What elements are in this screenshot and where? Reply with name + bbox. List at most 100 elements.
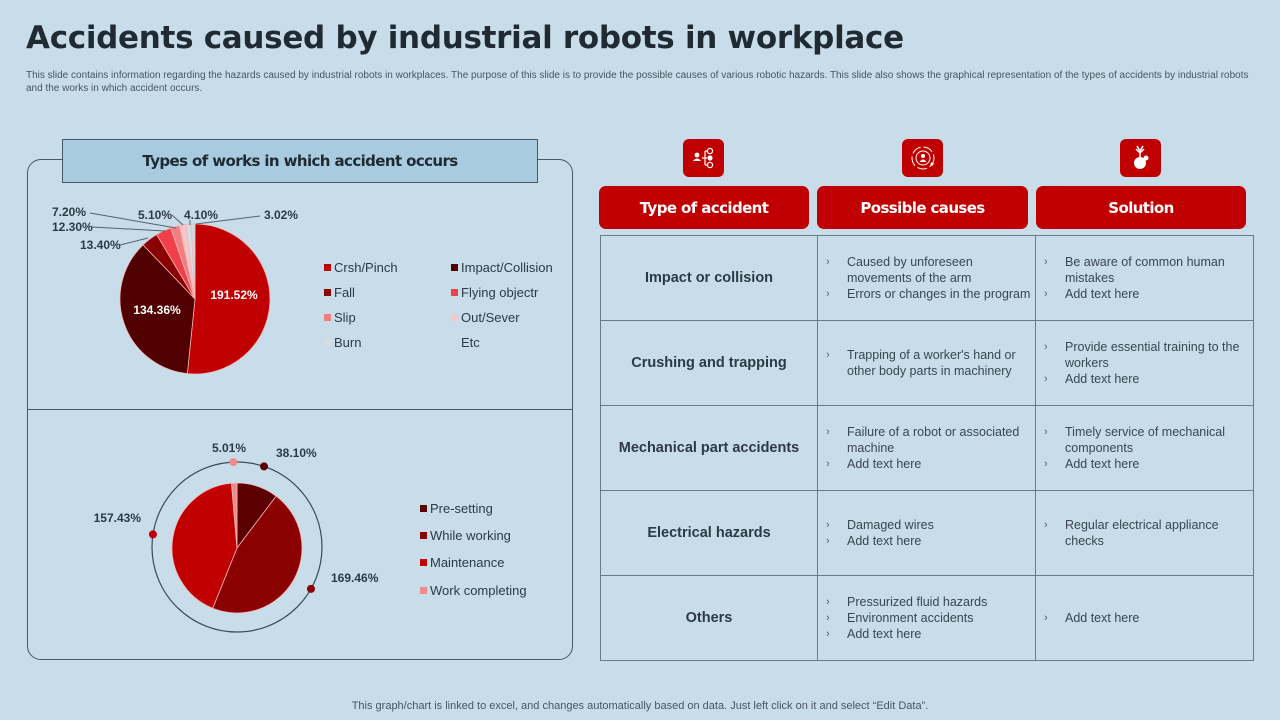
possible-causes-icon-box: [902, 139, 943, 177]
svg-text:3.02%: 3.02%: [264, 208, 298, 222]
solutions-cell: ›Regular electrical appliance checks: [1035, 490, 1254, 576]
svg-text:191.52%: 191.52%: [210, 288, 258, 302]
legend-label: Pre-setting: [430, 501, 493, 516]
legend-label: Impact/Collision: [461, 260, 553, 275]
page-subtitle: This slide contains information regardin…: [26, 70, 1249, 94]
work-types-labels: 38.10%169.46%157.43%5.01%: [94, 441, 379, 593]
legend-item: Burn: [324, 335, 361, 350]
pie-slice-crsh-pinch[interactable]: [186, 223, 271, 375]
legend-item: Impact/Collision: [451, 260, 553, 275]
solutions-cell: ›Timely service of mechanical components…: [1035, 405, 1254, 491]
plant-globe-icon: [1133, 145, 1148, 169]
chevron-right-icon: ›: [1044, 612, 1048, 624]
svg-text:169.46%: 169.46%: [331, 571, 379, 585]
pie-slice-work-completing[interactable]: [231, 482, 238, 549]
legend-item: While working: [420, 528, 511, 543]
svg-text:4.10%: 4.10%: [184, 208, 218, 222]
chevron-right-icon: ›: [826, 596, 830, 608]
svg-text:5.01%: 5.01%: [212, 441, 246, 455]
bullet-item: ›Errors or changes in the program: [826, 287, 1031, 301]
legend-label: Burn: [334, 335, 362, 350]
legend-swatch: [451, 339, 458, 346]
legend-swatch: [420, 505, 427, 512]
chevron-right-icon: ›: [826, 458, 830, 470]
legend-swatch: [420, 587, 427, 594]
bullet-item: ›Add text here: [826, 534, 922, 548]
svg-text:7.20%: 7.20%: [52, 205, 86, 219]
chevron-right-icon: ›: [1044, 373, 1048, 385]
chevron-right-icon: ›: [1044, 288, 1048, 300]
legend-item: Pre-setting: [420, 501, 493, 516]
causes-cell: ›Pressurized fluid hazards›Environment a…: [817, 575, 1036, 661]
svg-text:38.10%: 38.10%: [276, 446, 317, 460]
chevron-right-icon: ›: [1044, 426, 1048, 438]
legend-swatch: [420, 559, 427, 566]
table-row: Others›Pressurized fluid hazards›Environ…: [600, 575, 1254, 661]
chevron-right-icon: ›: [826, 426, 830, 438]
legend-label: Out/Sever: [461, 310, 520, 325]
solution-icon-box: [1120, 139, 1161, 177]
chevron-right-icon: ›: [1044, 458, 1048, 470]
accident-type-cell: Others: [600, 575, 818, 661]
legend-label: Work completing: [430, 583, 527, 598]
causes-cell: ›Failure of a robot or associated machin…: [817, 405, 1036, 491]
bullet-item: ›Provide essential training to the worke…: [1044, 340, 1240, 370]
chevron-right-icon: ›: [826, 256, 830, 268]
legend-item: Fall: [324, 285, 355, 300]
legend-label: Etc: [461, 335, 480, 350]
chevron-right-icon: ›: [1044, 256, 1048, 268]
pie-slice-while-working[interactable]: [212, 495, 303, 614]
legend-label: While working: [430, 528, 511, 543]
pie-slice-maintenance[interactable]: [171, 482, 238, 609]
bullet-item: ›Add text here: [826, 457, 922, 471]
chart-panel-heading: Types of works in which accident occurs: [62, 139, 538, 183]
legend-label: Fall: [334, 285, 355, 300]
bullet-item: ›Timely service of mechanical components: [1044, 425, 1226, 455]
causes-cell: ›Caused by unforeseen movements of the a…: [817, 235, 1036, 321]
footer-note: This graph/chart is linked to excel, and…: [351, 700, 929, 712]
header-possible-causes: Possible causes: [817, 186, 1028, 229]
page-title: Accidents caused by industrial robots in…: [26, 20, 904, 56]
type-of-accident-icon-box: [683, 139, 724, 177]
table-row: Mechanical part accidents ›Failure of a r…: [600, 405, 1254, 491]
accident-type-cell: Impact or collision: [600, 235, 818, 321]
legend-item: Etc: [451, 335, 480, 350]
legend-label: Crsh/Pinch: [334, 260, 398, 275]
legend-item: Work completing: [420, 583, 527, 598]
legend-swatch: [451, 314, 458, 321]
legend-item: Out/Sever: [451, 310, 520, 325]
chevron-right-icon: ›: [1044, 341, 1048, 353]
legend-swatch: [420, 532, 427, 539]
pie-slice-etc[interactable]: [190, 223, 196, 300]
bullet-item: ›Add text here: [1044, 372, 1140, 386]
solutions-cell: ›Provide essential training to the worke…: [1035, 320, 1254, 406]
accident-type-cell: Electrical hazards: [600, 490, 818, 576]
legend-item: Slip: [324, 310, 356, 325]
chevron-right-icon: ›: [1044, 519, 1048, 531]
svg-text:12.30%: 12.30%: [52, 220, 93, 234]
table-row: Crushing and trapping›Trapping of a work…: [600, 320, 1254, 406]
header-type-of-accident: Type of accident: [599, 186, 809, 229]
header-solution: Solution: [1036, 186, 1246, 229]
pie-slice-impact-collision[interactable]: [119, 244, 196, 375]
bullet-item: ›Failure of a robot or associated machin…: [826, 425, 1020, 455]
bullet-item: ›Add text here: [1044, 457, 1140, 471]
bullet-item: ›Regular electrical appliance checks: [1044, 518, 1219, 548]
bullet-item: ›Damaged wires: [826, 518, 934, 532]
bullet-item: ›Add text here: [826, 627, 922, 641]
bullet-item: ›Be aware of common human mistakes: [1044, 255, 1225, 285]
bullet-item: ›Add text here: [1044, 611, 1140, 625]
legend-swatch: [451, 264, 458, 271]
accident-type-cell: Mechanical part accidents: [600, 405, 818, 491]
svg-text:13.40%: 13.40%: [80, 238, 121, 252]
legend-label: Flying objectr: [461, 285, 539, 300]
workflow-people-icon: [692, 147, 713, 169]
chevron-right-icon: ›: [826, 612, 830, 624]
accident-type-cell: Crushing and trapping: [600, 320, 818, 406]
table-row: Electrical hazards ›Damaged wires ›Add tex…: [600, 490, 1254, 576]
causes-cell: ›Damaged wires ›Add text here: [817, 490, 1036, 576]
accident-types-pie[interactable]: [119, 223, 271, 375]
chevron-right-icon: ›: [826, 519, 830, 531]
work-types-pie[interactable]: [171, 482, 303, 614]
